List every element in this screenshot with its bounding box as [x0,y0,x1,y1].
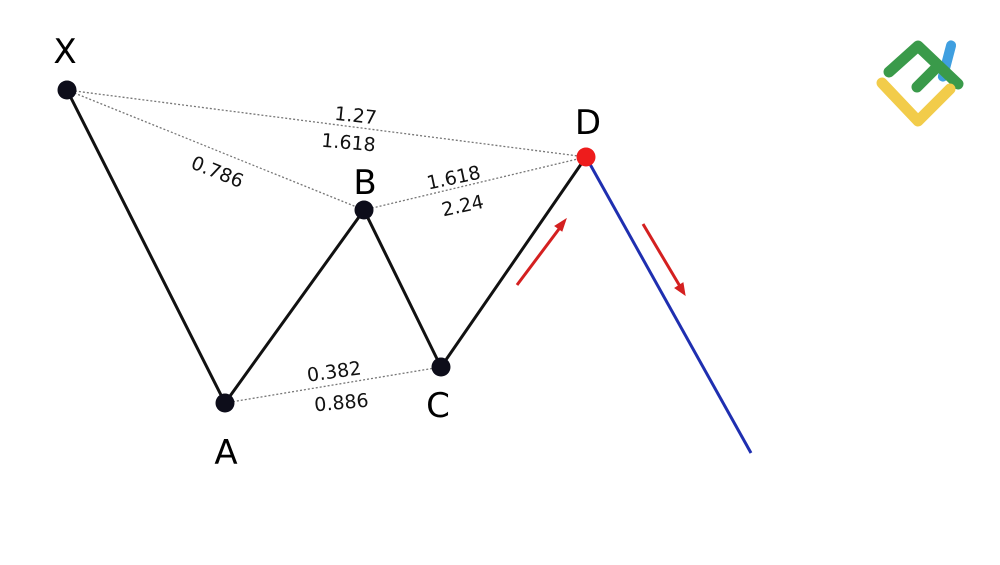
ac-ratio-line [224,366,442,404]
reversal-line [584,156,753,454]
brand-logo-icon [876,40,964,127]
xb-ratio-line [66,89,365,211]
up-arrow-icon [515,217,567,286]
xd-ratio-line [66,89,587,158]
label-a: A [214,433,237,473]
ratio-ac-top: 0.382 [306,357,363,386]
label-d: D [575,103,601,143]
point-d [576,147,596,167]
point-c [431,357,451,377]
ratio-xb: 0.786 [188,152,247,193]
ratio-bd-bottom: 2.24 [440,191,486,221]
label-c: C [426,386,450,426]
point-x [57,80,77,100]
point-a [215,393,235,413]
ratio-xd-top: 1.27 [333,103,377,129]
down-arrow-icon [641,223,686,297]
ratio-xd-bottom: 1.618 [320,130,376,157]
label-b: B [353,163,376,203]
point-b [354,200,374,220]
ratio-ac-bottom: 0.886 [313,390,369,417]
ratio-bd-top: 1.618 [425,162,483,195]
label-x: X [53,32,76,72]
